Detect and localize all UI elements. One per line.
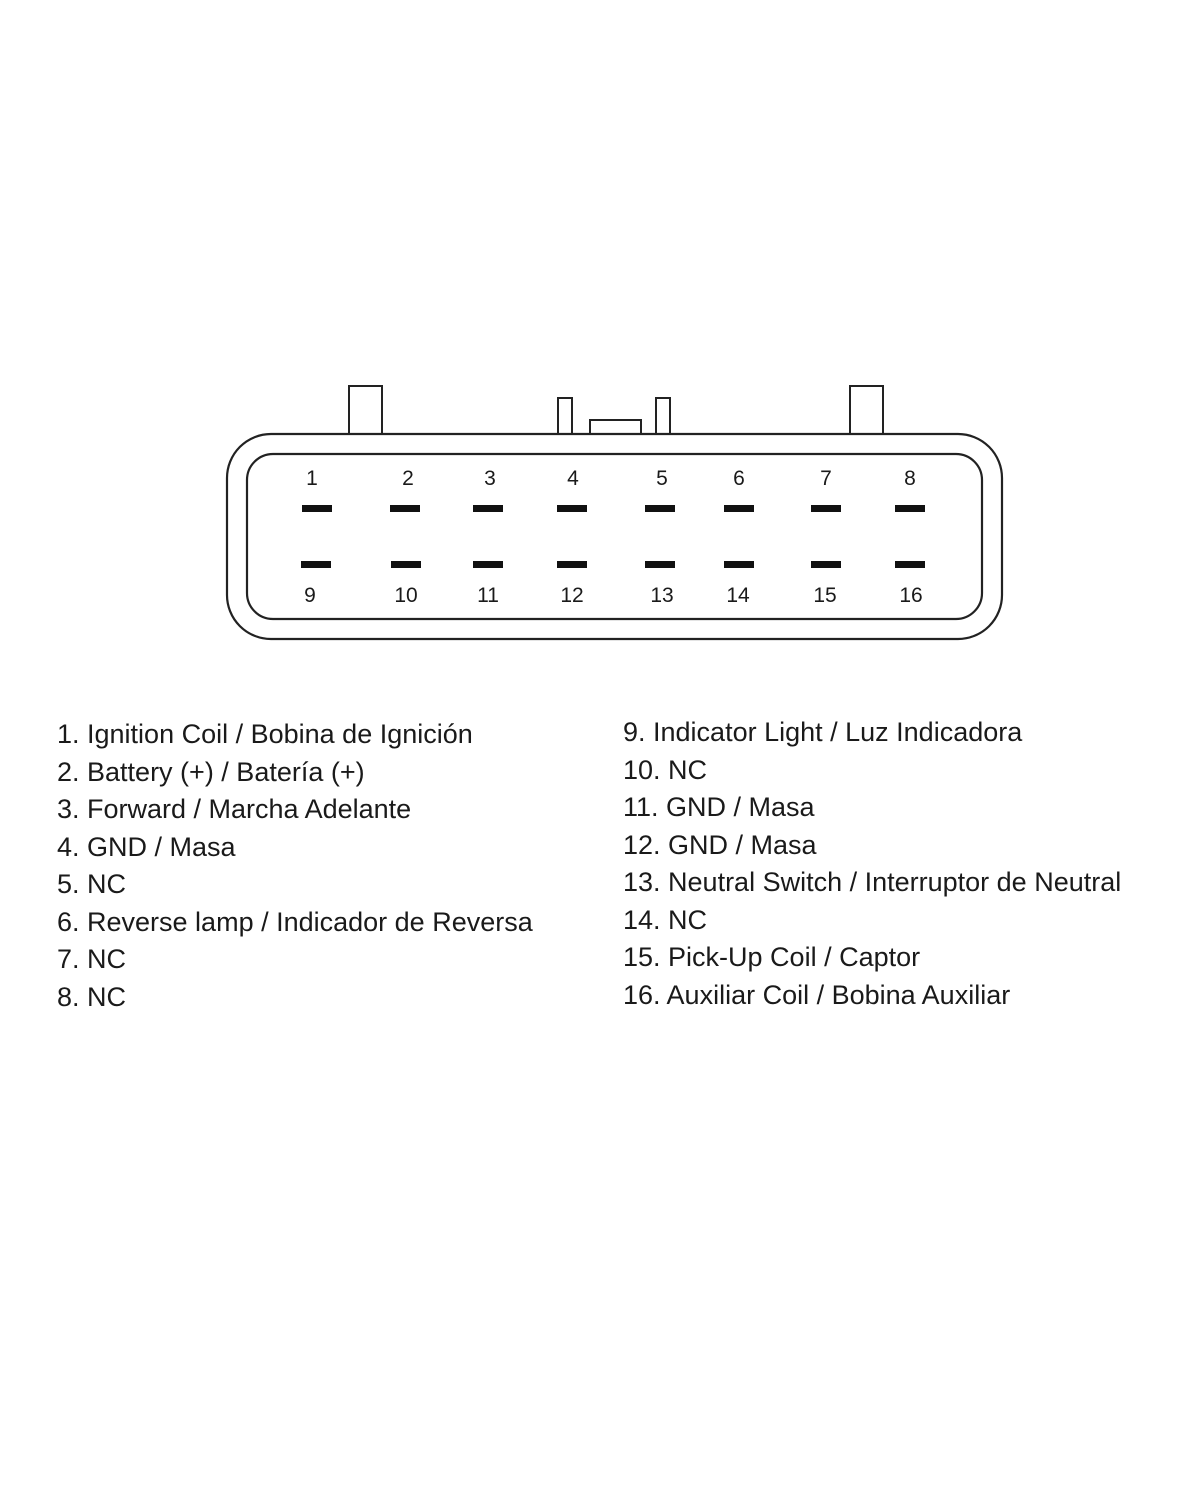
pin-row-bottom: 9 10 11 12 13 14 15 16 bbox=[301, 561, 925, 607]
legend-item: 12. GND / Masa bbox=[623, 829, 817, 860]
pin-contact bbox=[391, 561, 421, 568]
pin-number-label: 7 bbox=[820, 467, 832, 490]
pin-contact bbox=[724, 505, 754, 512]
pin-number-label: 6 bbox=[733, 467, 745, 490]
pin-legend-left: 1. Ignition Coil / Bobina de Ignición 2.… bbox=[57, 716, 533, 1016]
pin-contact bbox=[557, 505, 587, 512]
pin-number-label: 11 bbox=[477, 584, 499, 607]
connector-key-right bbox=[655, 397, 671, 437]
pin-contact bbox=[724, 561, 754, 568]
pin-number-label: 16 bbox=[899, 584, 922, 607]
pin-number-label: 8 bbox=[904, 467, 916, 490]
pin-contact bbox=[811, 505, 841, 512]
pin-contact bbox=[895, 561, 925, 568]
legend-item: 4. GND / Masa bbox=[57, 831, 236, 862]
pin-number-label: 3 bbox=[484, 467, 496, 490]
pin-number-label: 14 bbox=[726, 584, 750, 607]
pin-row-top: 1 2 3 4 5 6 7 8 bbox=[302, 467, 925, 512]
pin-contact bbox=[390, 505, 420, 512]
pin-contact bbox=[302, 505, 332, 512]
legend-item: 10. NC bbox=[623, 754, 708, 785]
pin-contact bbox=[895, 505, 925, 512]
legend-item: 13. Neutral Switch / Interruptor de Neut… bbox=[623, 867, 1122, 897]
connector-tab-left bbox=[348, 385, 383, 437]
legend-item: 1. Ignition Coil / Bobina de Ignición bbox=[57, 719, 473, 749]
legend-item: 5. NC bbox=[57, 869, 127, 899]
pin-number-label: 2 bbox=[402, 467, 414, 490]
pin-contact bbox=[811, 561, 841, 568]
legend-item: 3. Forward / Marcha Adelante bbox=[57, 794, 412, 824]
legend-item: 2. Battery (+) / Batería (+) bbox=[57, 756, 365, 787]
connector-housing-inner bbox=[245, 452, 984, 621]
pin-legend-right: 9. Indicator Light / Luz Indicadora 10. … bbox=[623, 714, 1121, 1014]
pin-number-label: 15 bbox=[813, 584, 836, 607]
legend-item: 15. Pick-Up Coil / Captor bbox=[623, 942, 921, 972]
pin-contact bbox=[301, 561, 331, 568]
legend-item: 11. GND / Masa bbox=[623, 792, 815, 822]
pin-number-label: 5 bbox=[656, 467, 668, 490]
pin-number-label: 10 bbox=[394, 584, 417, 607]
pin-contact bbox=[557, 561, 587, 568]
legend-item: 16. Auxiliar Coil / Bobina Auxiliar bbox=[623, 979, 1011, 1010]
connector-key-left bbox=[557, 397, 573, 437]
pin-contact bbox=[473, 561, 503, 568]
legend-item: 14. NC bbox=[623, 904, 708, 935]
legend-item: 8. NC bbox=[57, 981, 127, 1012]
pin-number-label: 4 bbox=[567, 467, 579, 490]
pin-number-label: 1 bbox=[306, 467, 318, 490]
pin-contact bbox=[645, 561, 675, 568]
pin-number-label: 12 bbox=[560, 584, 583, 607]
connector-tab-right bbox=[849, 385, 884, 437]
legend-item: 7. NC bbox=[57, 944, 127, 974]
pin-number-label: 13 bbox=[650, 584, 673, 607]
legend-item: 6. Reverse lamp / Indicador de Reversa bbox=[57, 906, 533, 937]
legend-item: 9. Indicator Light / Luz Indicadora bbox=[623, 717, 1023, 747]
pin-contact bbox=[645, 505, 675, 512]
pin-number-label: 9 bbox=[304, 584, 316, 607]
pin-contact bbox=[473, 505, 503, 512]
